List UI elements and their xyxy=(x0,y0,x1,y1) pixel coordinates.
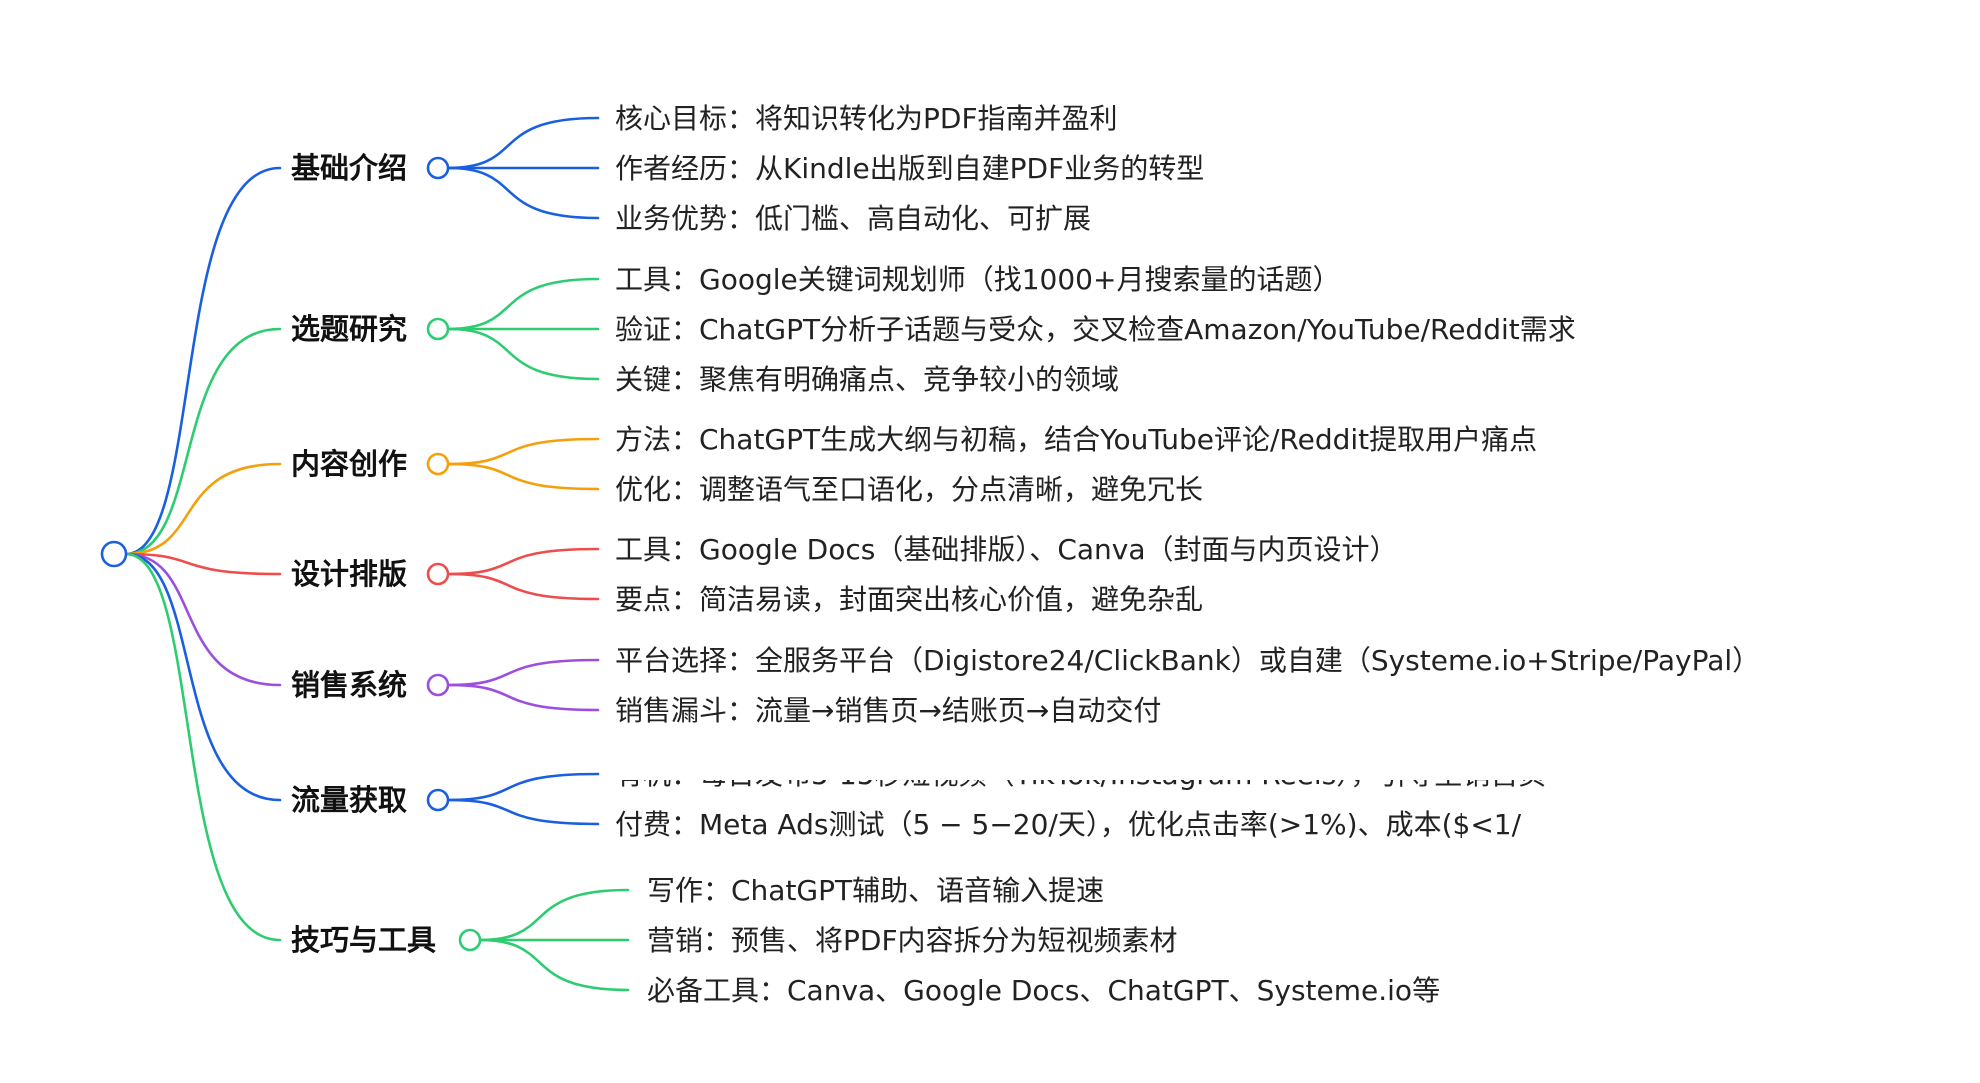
leaf-tips-tools-2[interactable]: 必备工具：Canva、Google Docs、ChatGPT、Systeme.i… xyxy=(647,974,1440,1007)
edge-tips-tools-leaf-0 xyxy=(478,888,630,942)
leaf-sales-system-1[interactable]: 销售漏斗：流量→销售页→结账页→自动交付 xyxy=(615,694,1161,727)
branch-topic-research: 选题研究 工具：Google关键词规划师（找1000+月搜索量的话题） 验证：Cha… xyxy=(291,263,1576,396)
edge-content-creation-leaf-0 xyxy=(446,437,600,466)
branch-label-topic-research[interactable]: 选题研究 xyxy=(291,312,407,346)
leaf-topic-research-2[interactable]: 关键：聚焦有明确痛点、竞争较小的领域 xyxy=(615,363,1119,396)
branch-node-design-layout[interactable] xyxy=(426,562,450,586)
edge-root-to-topic-research xyxy=(124,327,282,556)
branch-label-traffic[interactable]: 流量获取 xyxy=(291,783,407,817)
leaf-design-layout-1[interactable]: 要点：简洁易读，封面突出核心价值，避免杂乱 xyxy=(615,583,1203,616)
edge-content-creation-leaf-1 xyxy=(446,462,600,491)
root-edges xyxy=(124,166,282,942)
leaf-basics-0[interactable]: 核心目标：将知识转化为PDF指南并盈利 xyxy=(615,102,1118,135)
edge-root-to-content-creation xyxy=(124,462,282,556)
branch-label-design-layout[interactable]: 设计排版 xyxy=(291,557,407,591)
leaf-content-creation-0[interactable]: 方法：ChatGPT生成大纲与初稿，结合YouTube评论/Reddit提取用户… xyxy=(615,423,1537,456)
branch-label-basics[interactable]: 基础介绍 xyxy=(291,151,407,185)
leaf-topic-research-1[interactable]: 验证：ChatGPT分析子话题与受众，交叉检查Amazon/YouTube/Re… xyxy=(615,313,1576,346)
edge-topic-research-leaf-0 xyxy=(446,277,600,331)
edge-traffic-leaf-1 xyxy=(446,798,600,826)
branch-tips-tools: 技巧与工具 写作：ChatGPT辅助、语音输入提速营销：预售、将PDF内容拆分为短… xyxy=(291,874,1440,1007)
leaf-design-layout-0[interactable]: 工具：Google Docs（基础排版）、Canva（封面与内页设计） xyxy=(615,533,1398,566)
branch-design-layout: 设计排版 工具：Google Docs（基础排版）、Canva（封面与内页设计） 要… xyxy=(291,533,1398,616)
edge-design-layout-leaf-1 xyxy=(446,572,600,601)
branch-sales-system: 销售系统 平台选择：全服务平台（Digistore24/ClickBank）或自建… xyxy=(291,644,1760,727)
branch-node-content-creation[interactable] xyxy=(426,452,450,476)
branch-traffic: 流量获取 有机：每日发布5-15秒短视频（TikTok/Instagram Ree… xyxy=(291,758,1546,841)
leaf-sales-system-0[interactable]: 平台选择：全服务平台（Digistore24/ClickBank）或自建（Sys… xyxy=(615,644,1760,677)
edge-traffic-leaf-0 xyxy=(446,772,600,802)
edge-topic-research-leaf-2 xyxy=(446,327,600,381)
branch-node-traffic[interactable] xyxy=(426,788,450,812)
edge-root-to-design-layout xyxy=(124,552,282,576)
leaf-traffic-0[interactable]: 有机：每日发布5-15秒短视频（TikTok/Instagram Reels），… xyxy=(615,758,1546,791)
branch-label-sales-system[interactable]: 销售系统 xyxy=(291,668,407,702)
edge-root-to-traffic xyxy=(124,552,282,802)
leaf-tips-tools-0[interactable]: 写作：ChatGPT辅助、语音输入提速 xyxy=(647,874,1104,907)
root-node[interactable] xyxy=(100,540,128,568)
edge-design-layout-leaf-0 xyxy=(446,547,600,576)
branch-label-tips-tools[interactable]: 技巧与工具 xyxy=(291,923,436,957)
edge-sales-system-leaf-1 xyxy=(446,683,600,712)
branch-content-creation: 内容创作 方法：ChatGPT生成大纲与初稿，结合YouTube评论/Reddit… xyxy=(291,423,1537,506)
leaf-tips-tools-1[interactable]: 营销：预售、将PDF内容拆分为短视频素材 xyxy=(647,924,1178,957)
edge-root-to-basics xyxy=(124,166,282,556)
leaf-basics-1[interactable]: 作者经历：从Kindle出版到自建PDF业务的转型 xyxy=(615,152,1204,185)
branches: 基础介绍 核心目标：将知识转化为PDF指南并盈利作者经历：从Kindle出版到自建… xyxy=(291,102,1760,1007)
branch-label-content-creation[interactable]: 内容创作 xyxy=(291,447,407,481)
branch-node-tips-tools[interactable] xyxy=(458,928,482,952)
edge-basics-leaf-0 xyxy=(446,116,600,170)
branch-node-topic-research[interactable] xyxy=(426,317,450,341)
leaf-traffic-1[interactable]: 付费：Meta Ads测试（5 − 5−20/天），优化点击率(>1%)、成本(… xyxy=(615,808,1522,841)
leaf-basics-2[interactable]: 业务优势：低门槛、高自动化、可扩展 xyxy=(615,202,1091,235)
edge-root-to-sales-system xyxy=(124,552,282,687)
leaf-topic-research-0[interactable]: 工具：Google关键词规划师（找1000+月搜索量的话题） xyxy=(615,263,1340,296)
edge-sales-system-leaf-0 xyxy=(446,658,600,687)
edge-basics-leaf-2 xyxy=(446,166,600,220)
branch-node-sales-system[interactable] xyxy=(426,673,450,697)
edge-root-to-tips-tools xyxy=(124,552,282,942)
edge-tips-tools-leaf-2 xyxy=(478,938,630,992)
leaf-content-creation-1[interactable]: 优化：调整语气至口语化，分点清晰，避免冗长 xyxy=(615,473,1203,506)
branch-basics: 基础介绍 核心目标：将知识转化为PDF指南并盈利作者经历：从Kindle出版到自建… xyxy=(291,102,1204,235)
branch-node-basics[interactable] xyxy=(426,156,450,180)
